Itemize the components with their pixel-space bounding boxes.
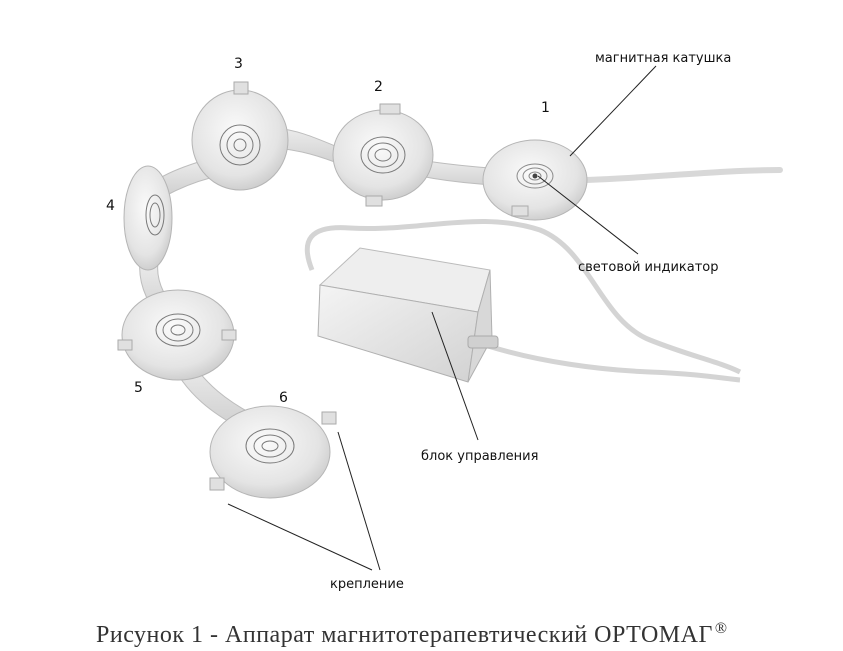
pad-number-2: 2 xyxy=(374,80,383,94)
leader-mount-left xyxy=(228,504,372,570)
mount-clip-left xyxy=(210,478,224,490)
label-light-indicator: световой индикатор xyxy=(578,261,719,274)
pad-6 xyxy=(210,406,336,498)
pad-1 xyxy=(483,140,587,220)
pad-4 xyxy=(124,166,172,270)
pad-2 xyxy=(333,104,433,206)
mount-clip-right xyxy=(322,412,336,424)
label-control-unit: блок управления xyxy=(421,450,538,463)
label-mount: крепление xyxy=(330,578,404,591)
control-unit-box xyxy=(318,248,498,382)
light-indicator-dot xyxy=(533,174,538,179)
pad-number-6: 6 xyxy=(279,391,288,405)
registered-mark: ® xyxy=(715,620,728,637)
pad-5 xyxy=(118,290,236,380)
pad-number-1: 1 xyxy=(541,101,550,115)
output-cord xyxy=(488,346,740,380)
caption-text: Рисунок 1 - Аппарат магнитотерапевтическ… xyxy=(96,622,713,648)
label-magnetic-coil: магнитная катушка xyxy=(595,52,731,65)
pad-number-5: 5 xyxy=(134,381,143,395)
pad-number-3: 3 xyxy=(234,57,243,71)
pad-3 xyxy=(192,82,288,190)
sensor-cable xyxy=(585,170,780,180)
figure-caption: Рисунок 1 - Аппарат магнитотерапевтическ… xyxy=(96,620,728,649)
leader-mount-right xyxy=(338,432,380,570)
pad-number-4: 4 xyxy=(106,199,115,213)
leader-magnetic-coil xyxy=(570,66,656,156)
